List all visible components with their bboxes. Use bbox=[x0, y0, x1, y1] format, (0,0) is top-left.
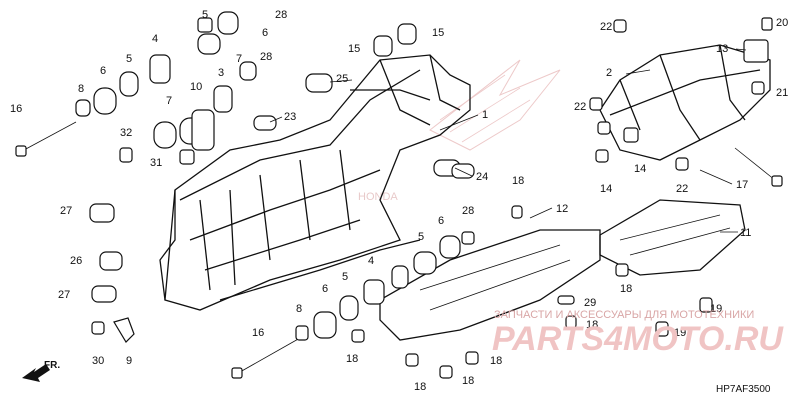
callout-30: 30 bbox=[92, 355, 104, 367]
rear-subframe bbox=[599, 44, 771, 161]
callout-4-top: 4 bbox=[152, 33, 158, 45]
watermark-caption: ЗАПЧАСТИ И АКСЕССУАРЫ ДЛЯ МОТОТЕХНИКИ bbox=[494, 309, 754, 321]
callout-27-low: 27 bbox=[58, 289, 70, 301]
callout-14-left: 14 bbox=[600, 183, 612, 195]
callout-5-low: 5 bbox=[342, 271, 348, 283]
callout-18-low: 18 bbox=[346, 353, 358, 365]
callout-8-left: 8 bbox=[78, 83, 84, 95]
callout-15-left: 15 bbox=[348, 43, 360, 55]
callout-21: 21 bbox=[776, 87, 788, 99]
callout-27-top: 27 bbox=[60, 205, 72, 217]
callout-16-left: 16 bbox=[10, 103, 22, 115]
callout-28-mid: 28 bbox=[260, 51, 272, 63]
callout-16-low: 16 bbox=[252, 327, 264, 339]
honda-watermark: HONDA bbox=[358, 191, 398, 203]
callout-26: 26 bbox=[70, 255, 82, 267]
callout-20: 20 bbox=[776, 17, 788, 29]
main-frame bbox=[159, 54, 471, 311]
callout-11: 11 bbox=[740, 227, 751, 239]
callout-5-top: 5 bbox=[202, 9, 208, 21]
callout-8-low: 8 bbox=[296, 303, 302, 315]
callout-12: 12 bbox=[556, 203, 568, 215]
front-direction-arrow: FR. bbox=[22, 360, 60, 382]
callout-4-mid: 4 bbox=[368, 255, 374, 267]
callout-13: 13 bbox=[716, 43, 728, 55]
watermark-site: PARTS4MOTO.RU bbox=[492, 320, 784, 358]
small-parts bbox=[15, 11, 783, 379]
callout-2: 2 bbox=[606, 67, 612, 79]
callout-18-right: 18 bbox=[620, 283, 632, 295]
callout-7-left: 7 bbox=[166, 95, 172, 107]
callout-18-bottom: 18 bbox=[462, 375, 474, 387]
skid-plate-12 bbox=[379, 229, 601, 341]
callout-15-right: 15 bbox=[432, 27, 444, 39]
callout-19-low: 19 bbox=[674, 327, 686, 339]
callout-6-mid: 6 bbox=[438, 215, 444, 227]
callout-24: 24 bbox=[476, 171, 488, 183]
callout-10: 10 bbox=[190, 81, 202, 93]
diagram-code: HP7AF3500 bbox=[716, 384, 771, 395]
callout-5-left: 5 bbox=[126, 53, 132, 65]
callout-29: 29 bbox=[584, 297, 596, 309]
callout-22-low: 22 bbox=[676, 183, 688, 195]
callout-6-low: 6 bbox=[322, 283, 328, 295]
leader-lines bbox=[269, 48, 747, 233]
callout-23: 23 bbox=[284, 111, 296, 123]
callout-7-top: 7 bbox=[236, 53, 242, 65]
callout-1: 1 bbox=[482, 109, 488, 121]
callout-18-bottom-right: 18 bbox=[490, 355, 502, 367]
callout-22-left: 22 bbox=[574, 101, 586, 113]
callout-18-top: 18 bbox=[512, 175, 524, 187]
callout-22-top: 22 bbox=[600, 21, 612, 33]
callouts: 5 28 6 4 5 6 8 16 7 28 3 10 7 23 32 31 2… bbox=[10, 9, 788, 393]
callout-19-right: 19 bbox=[710, 303, 722, 315]
callout-9: 9 bbox=[126, 355, 132, 367]
callout-28-low: 28 bbox=[462, 205, 474, 217]
callout-17: 17 bbox=[736, 179, 748, 191]
callout-28-top: 28 bbox=[275, 9, 287, 21]
callout-5-mid: 5 bbox=[418, 231, 424, 243]
callout-31: 31 bbox=[150, 157, 162, 169]
callout-6-top: 6 bbox=[262, 27, 268, 39]
front-label: FR. bbox=[44, 360, 60, 371]
callout-18-bottom-left: 18 bbox=[414, 381, 426, 393]
callout-14-right: 14 bbox=[634, 163, 646, 175]
callout-6-left: 6 bbox=[100, 65, 106, 77]
callout-25: 25 bbox=[336, 73, 348, 85]
callout-3: 3 bbox=[218, 67, 224, 79]
callout-32: 32 bbox=[120, 127, 132, 139]
honda-wing-watermark bbox=[429, 59, 561, 151]
callout-18-center: 18 bbox=[586, 319, 598, 331]
skid-plate-11 bbox=[599, 199, 746, 276]
